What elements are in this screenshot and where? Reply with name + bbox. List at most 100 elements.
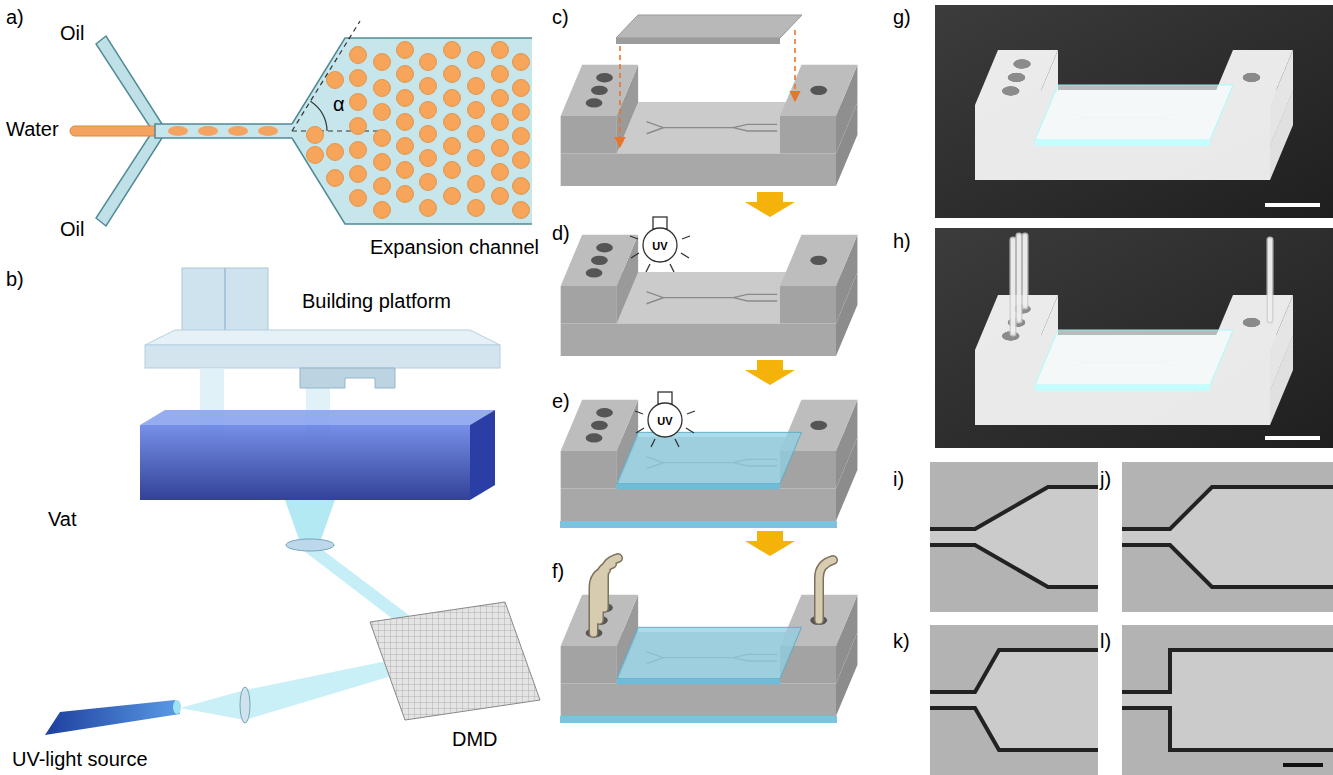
micrograph-part [930,487,1098,587]
droplet-generator-part-part [350,70,367,87]
droplet-generator-part-part [420,78,437,95]
droplet-generator-part-part [374,154,391,171]
dlp-printer-part [285,500,335,542]
lamp-label: UV [657,415,672,428]
droplet-generator-part-part [374,130,391,147]
droplet-generator-part-part [307,127,324,144]
droplet-generator-part-part [420,200,437,217]
dlp-printer [45,268,540,735]
droplet-generator-part-part [492,164,509,181]
fabrication-steps [560,15,857,723]
droplet-generator-part-part [420,102,437,119]
droplet-generator-part-part [350,94,367,111]
droplet-generator-part-part [444,66,461,83]
dlp-printer-part [286,539,334,551]
droplet-generator-part-part [444,90,461,107]
fabrication-steps-part [745,531,795,556]
droplet-generator-part-part [468,126,485,143]
dlp-printer-part [145,330,500,345]
panel-letter: l) [1100,630,1111,653]
fabrication-steps-part [561,400,858,521]
micrograph-part [930,650,1098,750]
droplet-generator-part-part [513,104,530,121]
micrograph-part [1122,462,1333,612]
dlp-printer-part [45,700,180,735]
dlp-printer-part [224,268,226,332]
droplet-generator-part-part [397,138,414,155]
panel-letter: i) [893,468,904,491]
part-label: UV-light source [12,748,148,771]
device-photo-part [1265,436,1320,440]
fabrication-steps-part [560,716,837,723]
droplet-generator [70,21,532,226]
fabrication-steps-part [745,360,795,385]
device-photo-part [975,50,1293,180]
droplet-generator-part-part [397,42,414,59]
fabrication-steps-part [560,521,837,528]
droplet-generator-part [307,42,530,219]
droplet-generator-part-part [444,42,461,59]
part-label: DMD [452,728,498,751]
fabrication-steps-part [794,30,796,100]
droplet-generator-part-part [397,66,414,83]
droplet-generator-part [228,126,248,136]
micrograph-part [1122,625,1333,775]
inlet-label: Oil [60,22,84,45]
droplet-generator-part [70,126,162,136]
droplet-generator-part-part [513,152,530,169]
droplet-generator-part-part [420,54,437,71]
device-photo-part [1013,236,1270,333]
droplet-generator-part-part [513,128,530,145]
uv-lamp-part-part [653,217,667,229]
uv-lamp [630,217,695,447]
droplet-generator-part-part [397,114,414,131]
fabrication-steps-part [594,558,834,633]
droplet-generator-part-part [374,80,391,97]
droplet-generator-part-part [444,188,461,205]
micrograph-part [1122,650,1333,750]
droplet-generator-part-part [492,66,509,83]
droplet-generator-part-part [374,54,391,71]
device-photo-part [935,5,1333,218]
droplet-generator-part-part [350,190,367,207]
fabrication-steps-part [617,627,802,684]
fabrication-steps-part [561,65,858,186]
droplet-generator-part-part [492,140,509,157]
channel-label: Expansion channel [370,236,539,259]
dlp-printer-part [145,345,500,368]
droplet-generator-part [258,126,278,136]
lamp-label: UV [652,240,667,253]
droplet-generator-part-part [350,47,367,64]
device-photo-part [1265,203,1320,207]
droplet-generator-part-part [492,188,509,205]
droplet-generator-part-part [420,174,437,191]
panel-letter: g) [893,6,911,29]
micrograph-part [1283,763,1323,767]
dlp-printer-part [470,410,495,500]
panel-letter: a) [6,6,24,29]
droplet-generator-part-part [492,42,509,59]
fabrication-steps-part-part [594,558,834,633]
uv-lamp-part [635,392,695,447]
micrograph-part [930,625,1098,775]
panel-letter: b) [6,268,24,291]
droplet-generator-part-part [327,72,344,89]
micrograph-part [930,462,1098,612]
dlp-printer-part [240,687,250,723]
droplet-generator-part-part [468,176,485,193]
micrograph-part [930,487,1098,587]
fabrication-steps-part [617,432,802,489]
fabrication-steps-part [561,595,858,716]
droplet-generator-part [155,124,293,138]
droplet-generator-part-part [492,90,509,107]
panel-letter: h) [893,230,911,253]
droplet-generator-part [198,126,218,136]
droplet-generator-part-part [513,178,530,195]
droplet-generator-part [292,21,380,131]
device-photo-part-part [1013,236,1270,333]
droplet-generator-part-part [350,142,367,159]
panel-letter: e) [552,390,570,413]
droplet-generator-part [96,36,162,130]
device-photo-part [935,228,1333,448]
